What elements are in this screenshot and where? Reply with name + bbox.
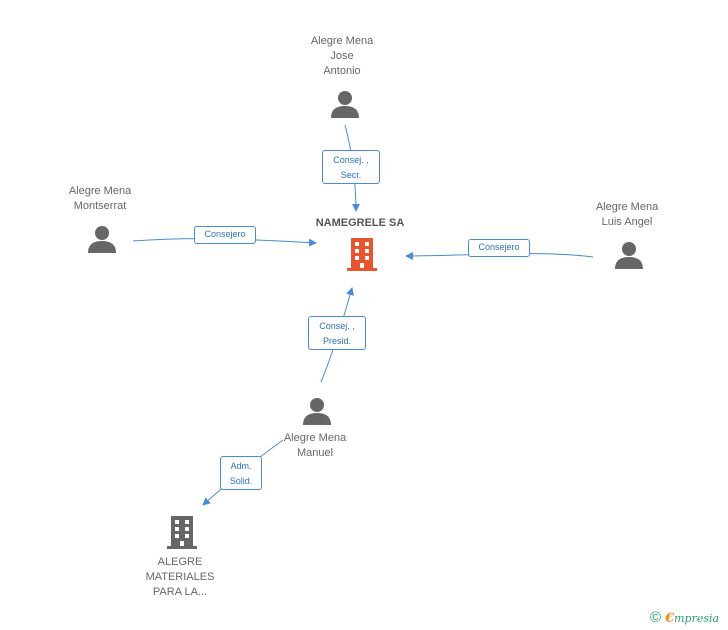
building-icon[interactable] — [346, 237, 378, 271]
node-label-montserrat[interactable]: Alegre Mena Montserrat — [68, 185, 132, 212]
brand-logo: €mpresia — [665, 611, 720, 626]
person-icon[interactable] — [330, 89, 360, 119]
node-label-luis[interactable]: Alegre Mena Luis Angel — [595, 201, 659, 228]
node-label-namegrele[interactable]: NAMEGRELE SA — [315, 217, 405, 229]
edge-label-jose-namegrele: Consej. , Secr. — [322, 150, 380, 184]
edge-label-manuel-namegrele: Consej. , Presid. — [308, 316, 366, 350]
node-label-manuel[interactable]: Alegre Mena Manuel — [283, 432, 347, 459]
person-icon[interactable] — [302, 396, 332, 426]
edge-label-montserrat-namegrele: Consejero — [194, 226, 256, 244]
edge-label-manuel-materiales: Adm. Solid. — [220, 456, 262, 490]
node-label-jose[interactable]: Alegre Mena Jose Antonio — [310, 35, 374, 77]
person-icon[interactable] — [614, 240, 644, 270]
edge-label-luis-namegrele: Consejero — [468, 239, 530, 257]
node-label-alegre-materiales[interactable]: ALEGRE MATERIALES PARA LA... — [145, 556, 215, 598]
footer-brand: ©€mpresia — [650, 609, 719, 626]
building-icon[interactable] — [166, 515, 198, 549]
person-icon[interactable] — [87, 224, 117, 254]
copyright-icon: © — [650, 609, 662, 626]
